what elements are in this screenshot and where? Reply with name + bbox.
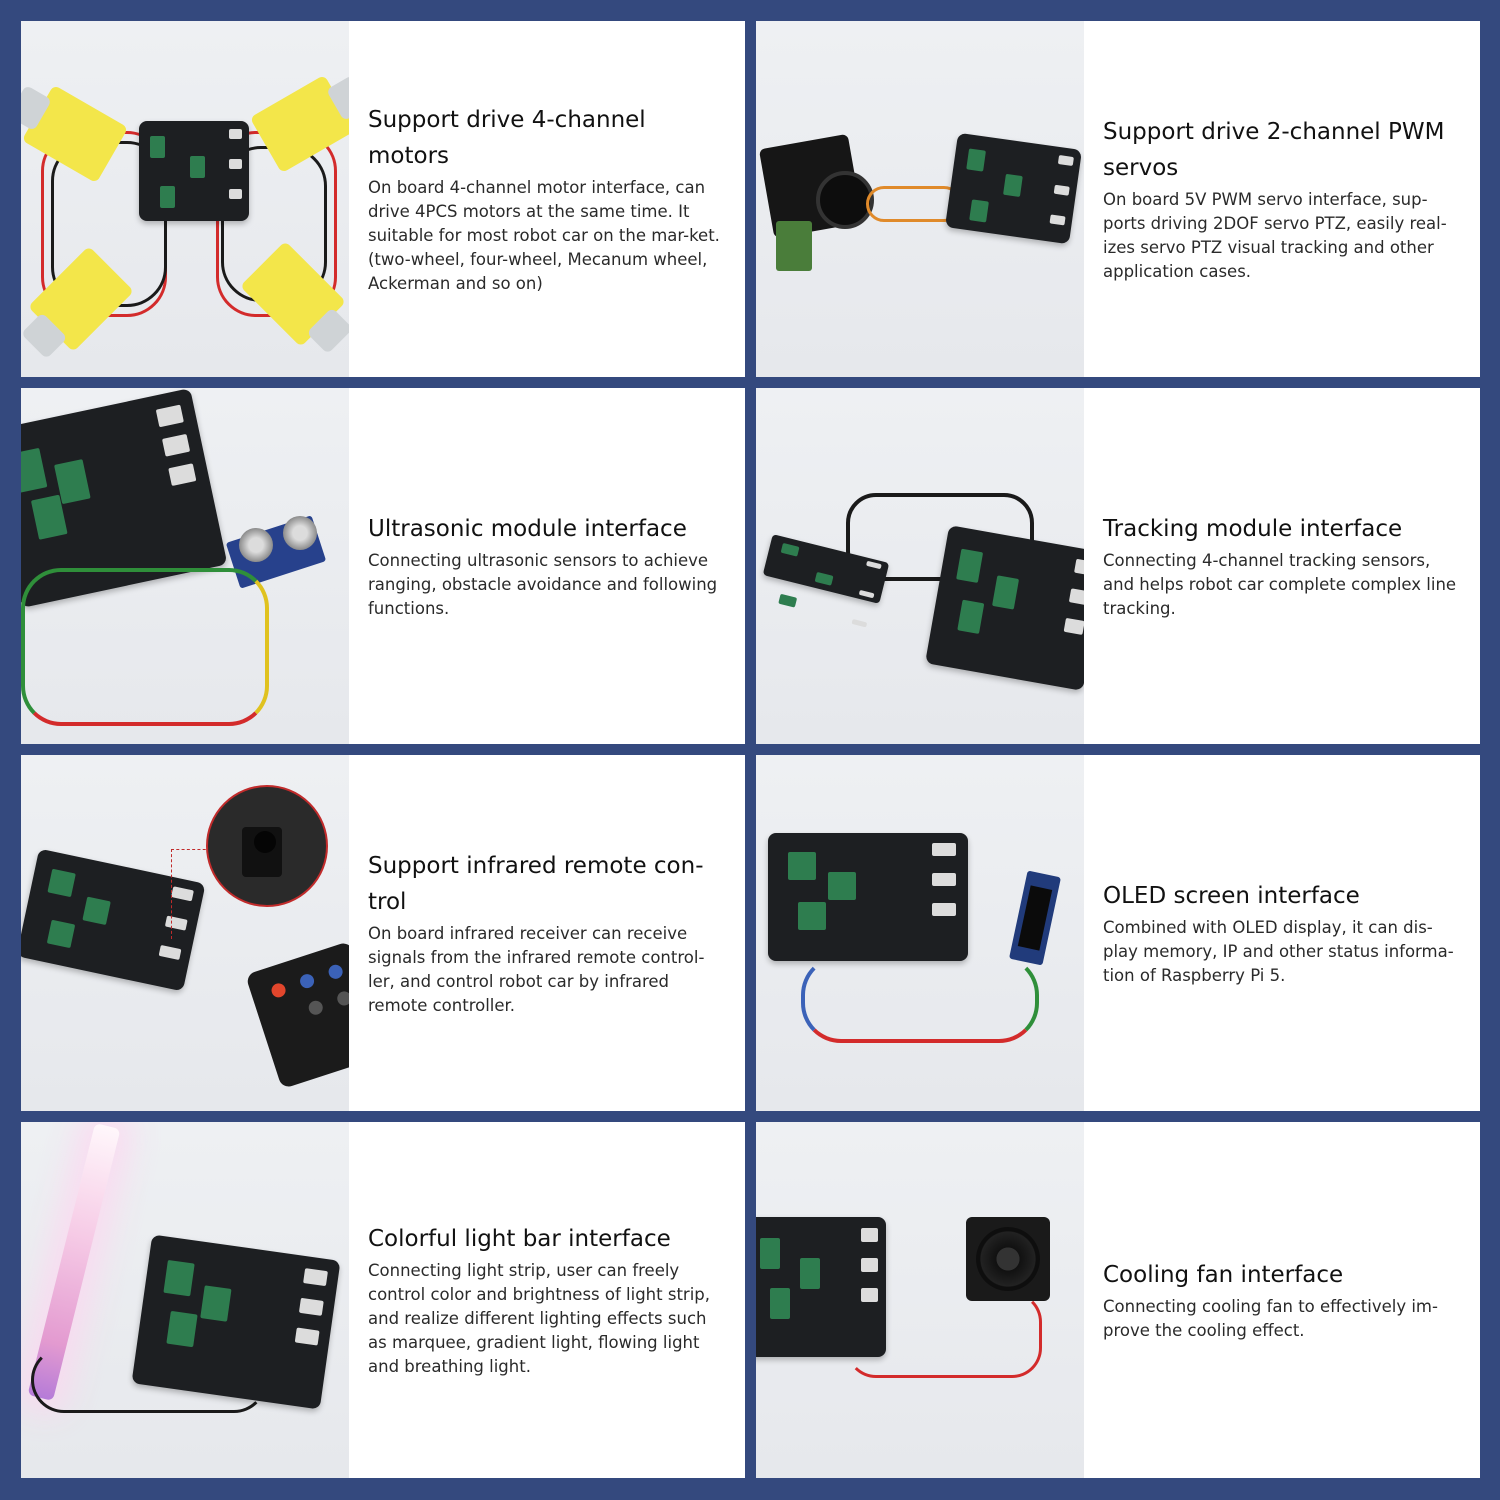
expansion-board	[21, 848, 206, 992]
ir-receiver-closeup	[206, 785, 328, 907]
oled-wire	[801, 955, 1039, 1043]
feature-text: Ultrasonic module interface Connecting u…	[349, 388, 745, 744]
feature-card-ultrasonic: Ultrasonic module interface Connecting u…	[21, 388, 745, 744]
expansion-board	[925, 525, 1084, 691]
lightbar-photo	[21, 1122, 349, 1478]
feature-description: Connecting cooling fan to effectively im…	[1103, 1297, 1438, 1340]
ir-remote-controller	[245, 940, 349, 1090]
sensor-wire	[21, 568, 269, 726]
callout-line	[171, 849, 172, 939]
infrared-photo	[21, 755, 349, 1111]
feature-text: OLED screen interface Combined with OLED…	[1084, 755, 1480, 1111]
feature-title: Support drive 2-channel PWM servos	[1103, 119, 1445, 181]
feature-description: Connecting light strip, user can freely …	[368, 1261, 711, 1376]
ultrasonic-transducer	[283, 516, 317, 550]
feature-title: Support drive 4-channel motors	[368, 107, 646, 169]
feature-card-infrared: Support infrared remote con-trol On boar…	[21, 755, 745, 1111]
oled-display	[1009, 870, 1061, 966]
feature-card-fan: Cooling fan interface Connecting cooling…	[756, 1122, 1480, 1478]
feature-text: Support drive 2-channel PWM servos On bo…	[1084, 21, 1480, 377]
expansion-board	[944, 132, 1083, 245]
ultrasonic-photo	[21, 388, 349, 744]
servos-photo	[756, 21, 1084, 377]
expansion-board	[768, 833, 968, 961]
fan-photo	[756, 1122, 1084, 1478]
expansion-board	[131, 1234, 341, 1410]
feature-title: Cooling fan interface	[1103, 1262, 1344, 1288]
ultrasonic-transducer	[239, 528, 273, 562]
expansion-board	[756, 1217, 886, 1357]
feature-description: Combined with OLED display, it can dis-p…	[1103, 918, 1454, 985]
lightbar-wire	[31, 1347, 267, 1413]
servo-motor	[776, 221, 812, 271]
feature-title: OLED screen interface	[1103, 883, 1360, 909]
feature-description: Connecting 4-channel tracking sensors, a…	[1103, 551, 1457, 618]
feature-title: Support infrared remote con-trol	[368, 853, 704, 915]
feature-text: Support drive 4-channel motors On board …	[349, 21, 745, 377]
cooling-fan	[966, 1217, 1050, 1301]
feature-text: Tracking module interface Connecting 4-c…	[1084, 388, 1480, 744]
feature-title: Tracking module interface	[1103, 516, 1403, 542]
fan-wire	[846, 1292, 1042, 1378]
feature-text: Support infrared remote con-trol On boar…	[349, 755, 745, 1111]
feature-card-lightbar: Colorful light bar interface Connecting …	[21, 1122, 745, 1478]
motors-photo	[21, 21, 349, 377]
feature-card-oled: OLED screen interface Combined with OLED…	[756, 755, 1480, 1111]
oled-photo	[756, 755, 1084, 1111]
feature-grid: Support drive 4-channel motors On board …	[21, 21, 1480, 1479]
callout-line	[171, 849, 211, 850]
feature-title: Ultrasonic module interface	[368, 516, 687, 542]
feature-description: On board infrared receiver can receive s…	[368, 924, 705, 1015]
feature-card-motors: Support drive 4-channel motors On board …	[21, 21, 745, 377]
feature-card-servos: Support drive 2-channel PWM servos On bo…	[756, 21, 1480, 377]
feature-text: Colorful light bar interface Connecting …	[349, 1122, 745, 1478]
tracking-photo	[756, 388, 1084, 744]
feature-description: Connecting ultrasonic sensors to achieve…	[368, 551, 718, 618]
feature-description: On board 4-channel motor interface, can …	[368, 178, 720, 293]
feature-title: Colorful light bar interface	[368, 1226, 671, 1252]
feature-card-tracking: Tracking module interface Connecting 4-c…	[756, 388, 1480, 744]
feature-description: On board 5V PWM servo interface, sup-por…	[1103, 190, 1447, 281]
feature-text: Cooling fan interface Connecting cooling…	[1084, 1122, 1480, 1478]
expansion-board	[139, 121, 249, 221]
